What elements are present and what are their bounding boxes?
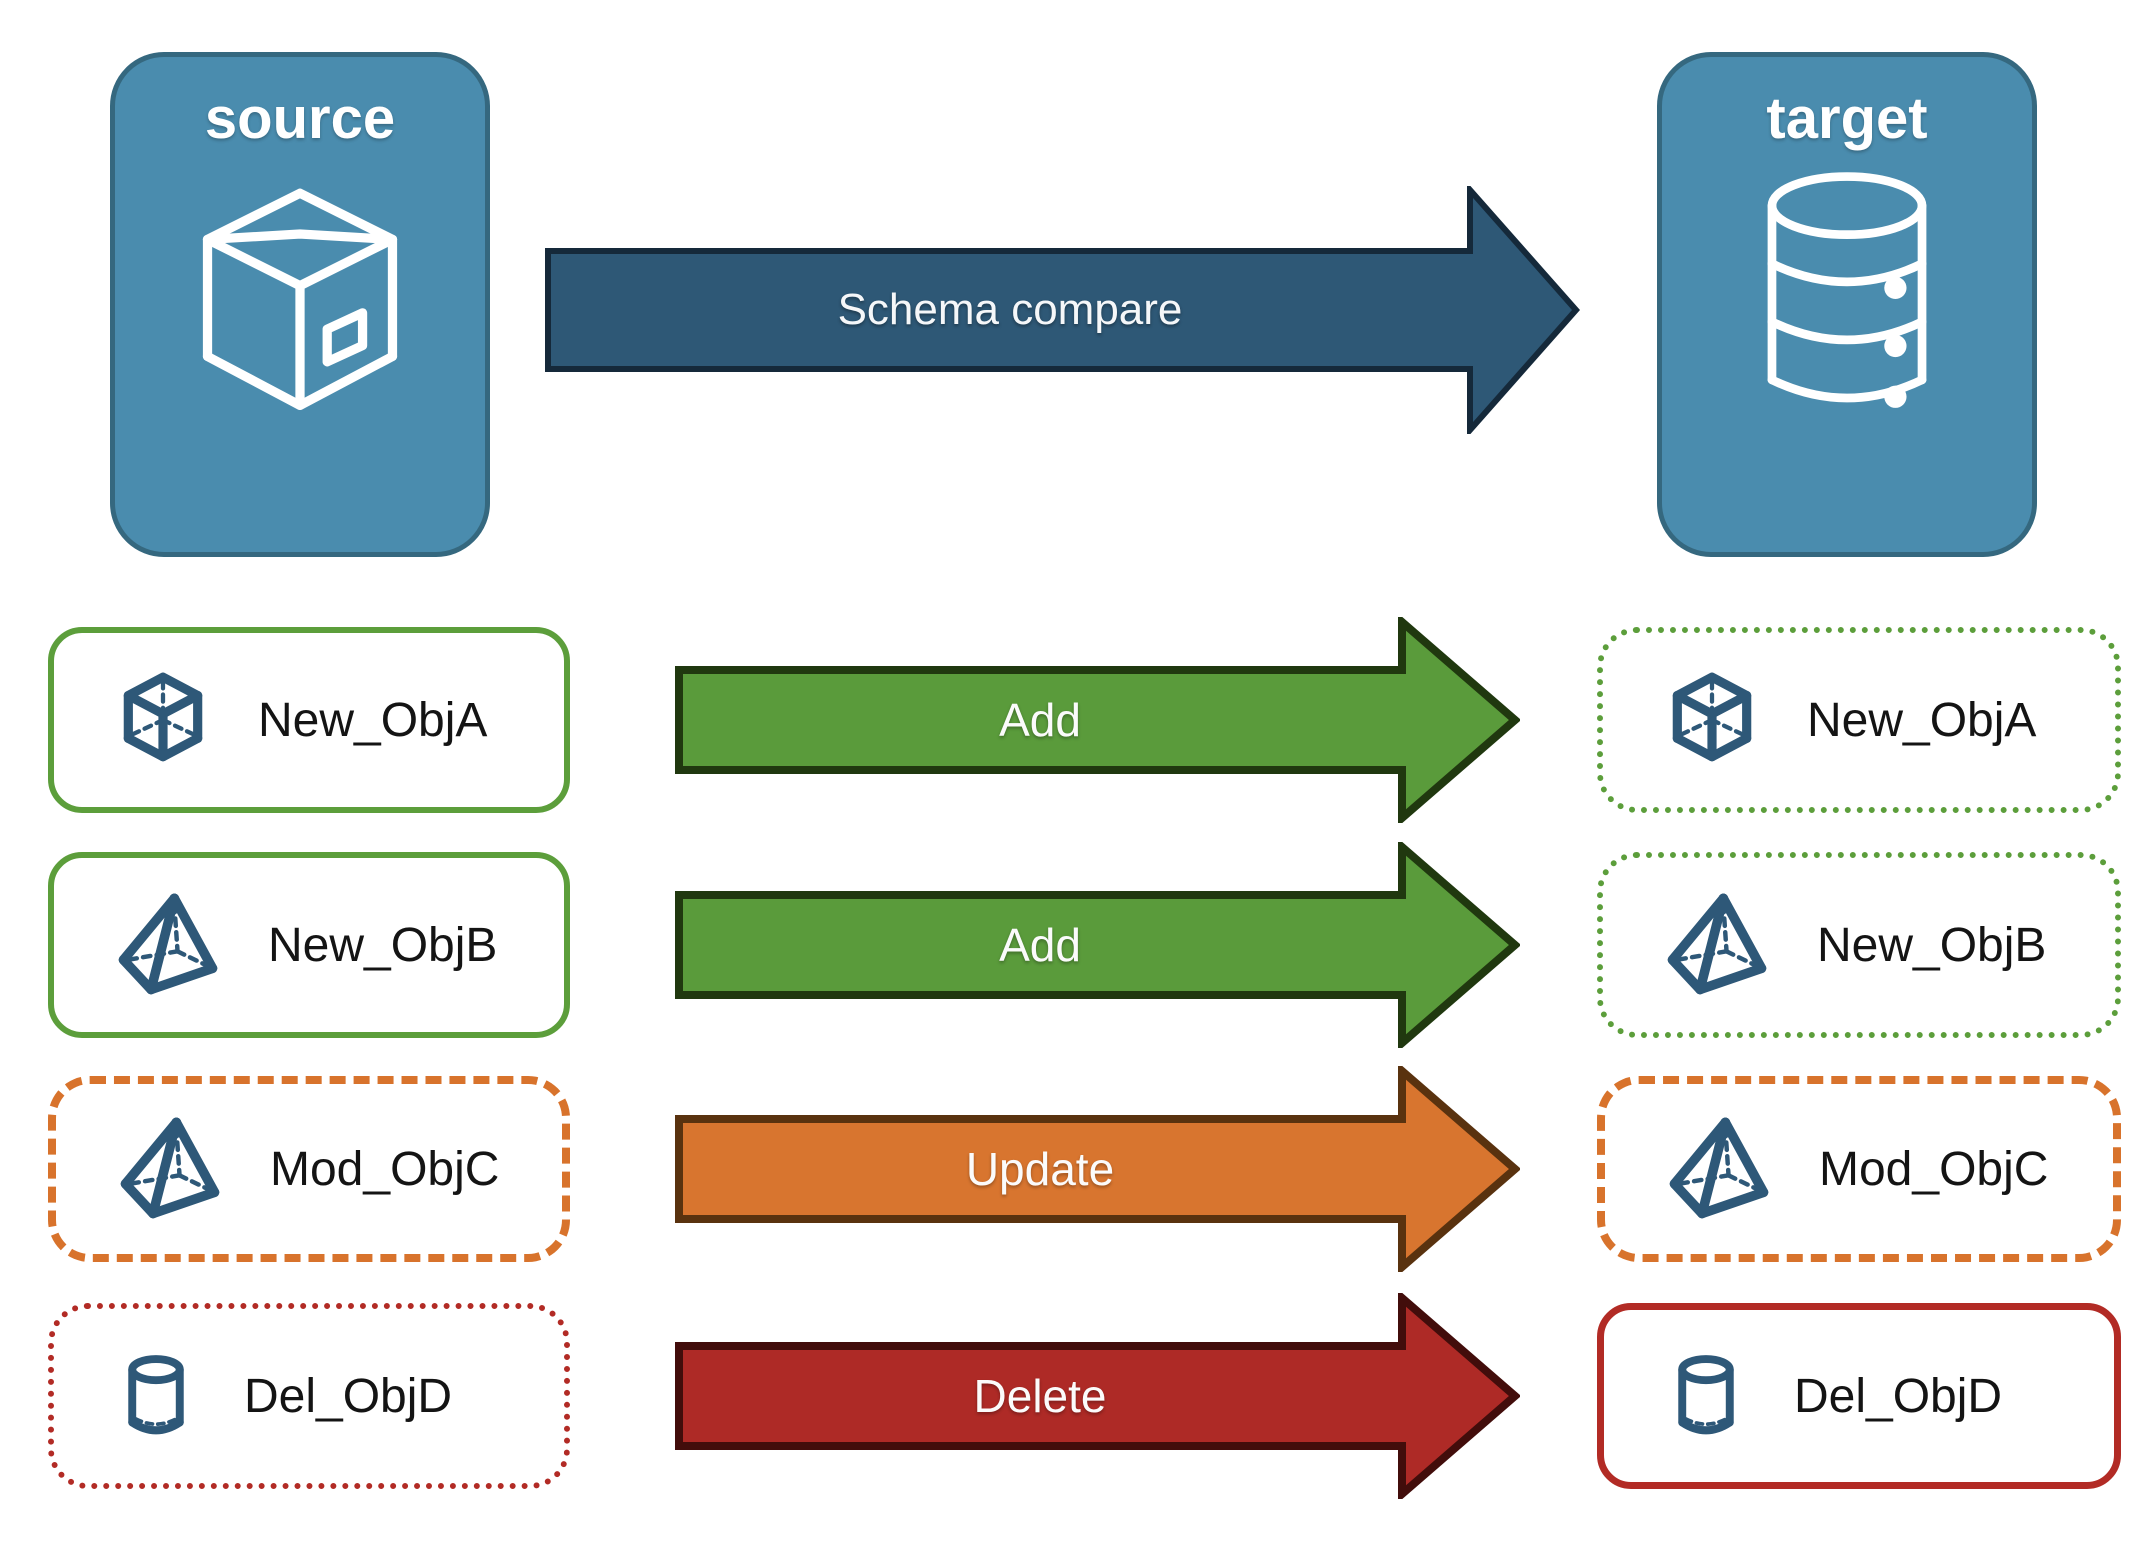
object-name-label: New_ObjA [258, 693, 488, 747]
target-object-box-new-obja: New_ObjA [1597, 627, 2121, 813]
target-panel: target [1657, 52, 2037, 557]
add-arrow-label-row2: Add [999, 919, 1081, 971]
source-object-box-mod-objc: Mod_ObjC [48, 1076, 570, 1262]
pyramid-icon [1669, 1117, 1769, 1219]
source-panel: source [110, 52, 490, 557]
database-icon [1767, 172, 1927, 408]
source-object-box-del-objd: Del_ObjD [48, 1303, 570, 1489]
source-object-box-new-obja: New_ObjA [48, 627, 570, 813]
add-arrow-label-row1: Add [999, 694, 1081, 746]
object-name-label: New_ObjB [1817, 918, 2047, 972]
update-arrow [675, 1066, 1520, 1272]
target-object-box-del-objd: Del_ObjD [1597, 1303, 2121, 1489]
source-panel-title: source [204, 86, 396, 151]
pyramid-icon [120, 1117, 220, 1219]
cube-icon [1672, 672, 1752, 762]
object-name-label: Del_ObjD [1794, 1369, 2003, 1423]
cylinder-icon [128, 1355, 184, 1435]
object-name-label: Mod_ObjC [270, 1142, 500, 1196]
update-arrow-label: Update [965, 1143, 1115, 1195]
object-name-label: Mod_ObjC [1819, 1142, 2049, 1196]
delete-arrow-label: Delete [973, 1370, 1107, 1422]
target-panel-title: target [1766, 86, 1928, 151]
add-arrow-row2 [675, 842, 1520, 1048]
schema-compare-arrow-label: Schema compare [837, 285, 1183, 334]
package-icon [202, 188, 398, 410]
add-arrow-row1 [675, 617, 1520, 823]
object-name-label: New_ObjB [268, 918, 498, 972]
schema-compare-arrow [545, 186, 1580, 434]
target-object-box-mod-objc: Mod_ObjC [1597, 1076, 2121, 1262]
target-object-box-new-objb: New_ObjB [1597, 852, 2121, 1038]
cube-icon [123, 672, 203, 762]
pyramid-icon [118, 893, 218, 995]
delete-arrow [675, 1293, 1520, 1499]
pyramid-icon [1667, 893, 1767, 995]
source-object-box-new-objb: New_ObjB [48, 852, 570, 1038]
object-name-label: New_ObjA [1807, 693, 2037, 747]
cylinder-icon [1678, 1355, 1734, 1435]
object-name-label: Del_ObjD [244, 1369, 453, 1423]
